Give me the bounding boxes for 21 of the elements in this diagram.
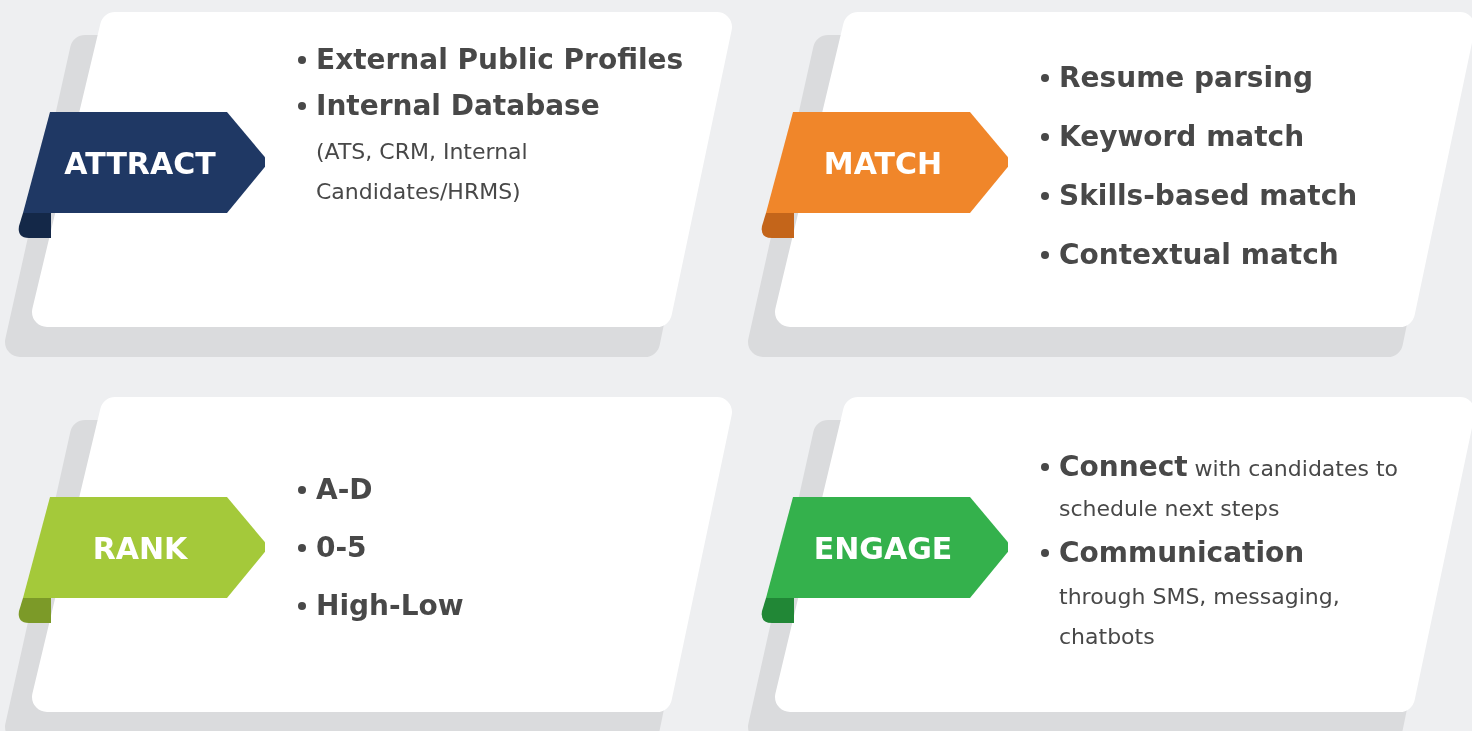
card	[748, 395, 1472, 731]
bullet-text: Keyword match	[1059, 119, 1305, 155]
stage-label: RANK	[91, 530, 189, 568]
bullet-text: External Public Profiles	[316, 42, 684, 78]
stage-label: MATCH	[822, 145, 944, 183]
bullet-text: High-Low	[316, 588, 464, 624]
bullet-text: Contextual match	[1059, 237, 1339, 273]
bullet-text: Resume parsing	[1059, 60, 1314, 96]
stage-label: ENGAGE	[812, 530, 954, 568]
stage-label: ATTRACT	[63, 145, 217, 183]
bullet-text: Connect with candidates to schedule next steps	[1059, 449, 1400, 523]
bullet-text: A-D	[316, 472, 373, 508]
bullet-detail: through SMS, messaging, chatbots	[1059, 583, 1341, 651]
card	[748, 10, 1472, 360]
card	[5, 10, 735, 360]
bullet-text: Communication	[1059, 535, 1305, 571]
bullet-text: 0-5	[316, 530, 367, 566]
bullet-detail: (ATS, CRM, Internal Candidates/HRMS)	[316, 138, 529, 206]
bullet-text: Skills-based match	[1059, 178, 1358, 214]
card	[5, 395, 735, 731]
bullet-text: Internal Database	[316, 88, 600, 124]
